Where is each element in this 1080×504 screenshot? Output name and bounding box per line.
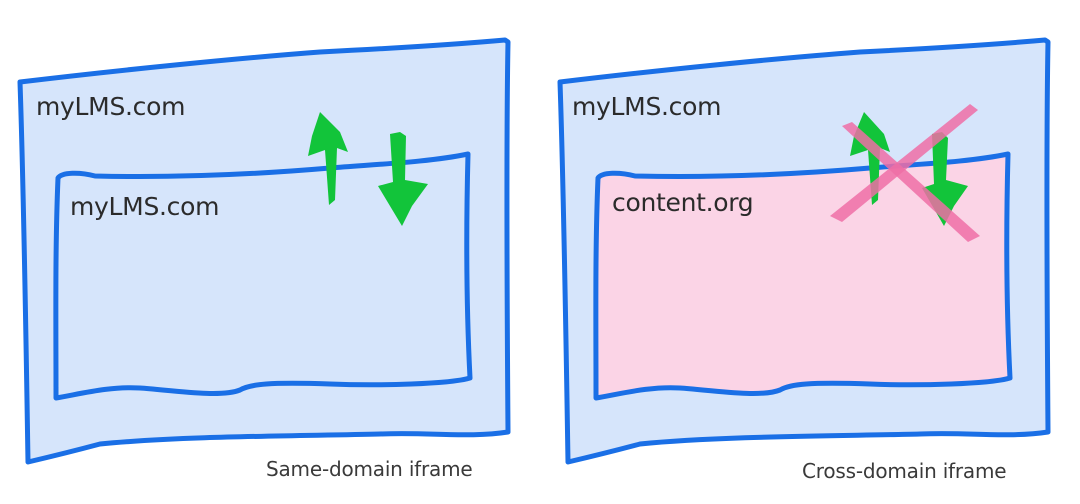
panel-caption: Same-domain iframe (266, 457, 473, 481)
panel-caption: Cross-domain iframe (802, 459, 1007, 483)
outer-domain-label: myLMS.com (572, 92, 722, 121)
inner-iframe-frame (593, 151, 1013, 401)
inner-domain-label: myLMS.com (70, 192, 220, 221)
arrow-up-icon (308, 112, 348, 205)
cross-out-icon (830, 104, 980, 242)
inner-domain-label: content.org (612, 188, 754, 217)
inner-iframe-frame (53, 151, 473, 401)
outer-domain-label: myLMS.com (36, 92, 186, 121)
same-domain-sketch (17, 37, 511, 465)
same-domain-panel: myLMS.com myLMS.com Same-domain iframe (17, 37, 511, 481)
cross-domain-panel: myLMS.com content.org Cross-domain ifram… (540, 0, 1080, 504)
arrow-down-icon (378, 132, 428, 226)
cross-domain-sketch (557, 37, 1051, 465)
